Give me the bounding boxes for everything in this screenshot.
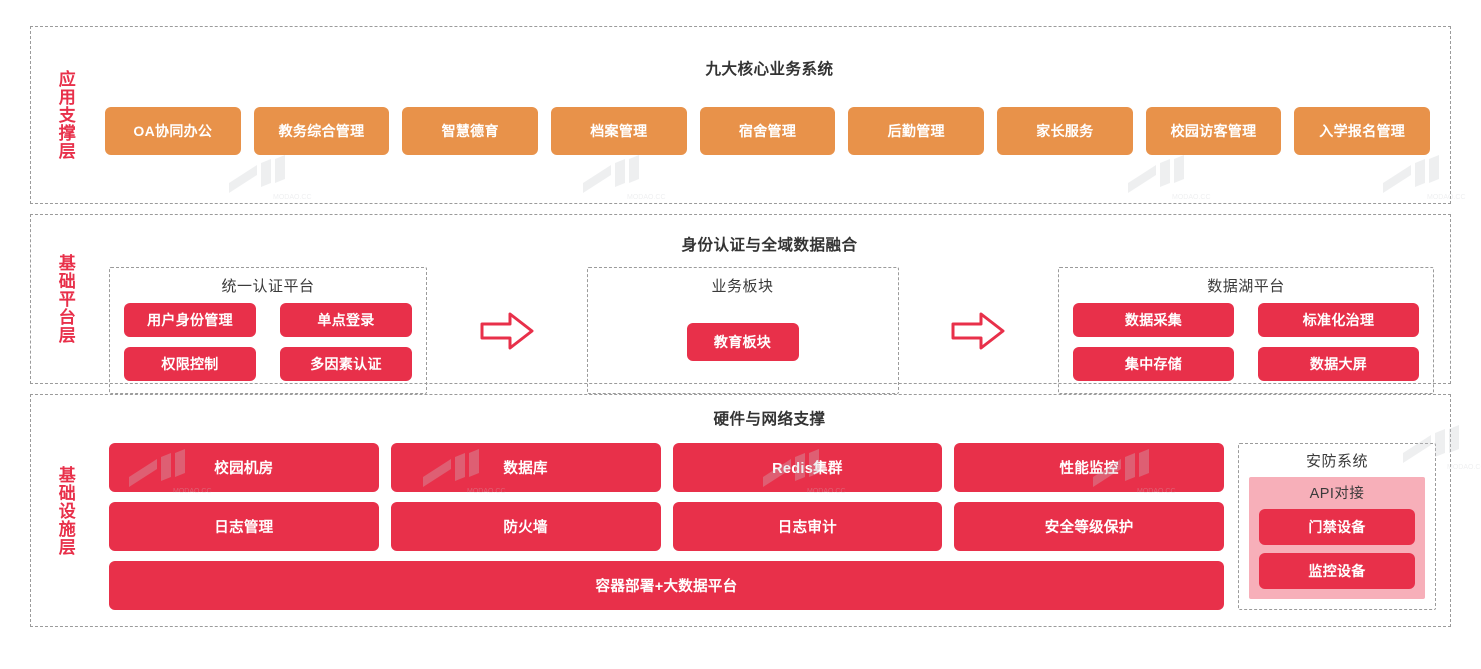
auth-chip-user-identity[interactable]: 用户身份管理 bbox=[124, 303, 256, 337]
group-title-security-system: 安防系统 bbox=[1305, 453, 1368, 470]
group-title-unified-auth: 统一认证平台 bbox=[221, 278, 315, 295]
arrow-cell-left bbox=[427, 310, 587, 352]
layer-base-platform: 基础平台层 身份认证与全域数据融合 统一认证平台 用户身份管理 单点登录 权限控… bbox=[30, 214, 1451, 394]
arrow-right-icon bbox=[480, 312, 534, 349]
auth-chip-mfa[interactable]: 多因素认证 bbox=[280, 347, 412, 381]
infra-chip-container-bigdata[interactable]: 容器部署+大数据平台 bbox=[109, 561, 1224, 610]
app-chip-dormitory[interactable]: 宿舍管理 bbox=[699, 107, 836, 155]
security-chip-access-control-device[interactable]: 门禁设备 bbox=[1259, 509, 1415, 545]
security-chip-surveillance-device[interactable]: 监控设备 bbox=[1259, 553, 1415, 589]
infra-chip-campus-server-room[interactable]: 校园机房 bbox=[109, 443, 379, 492]
app-chip-oa[interactable]: OA协同办公 bbox=[105, 107, 241, 155]
datalake-chip-collection[interactable]: 数据采集 bbox=[1073, 303, 1234, 337]
layer-label-infrastructure: 基础设施层 bbox=[55, 465, 75, 556]
layer-body-application: 九大核心业务系统 OA协同办公 教务综合管理 智慧德育 档案管理 宿舍管理 后勤… bbox=[99, 27, 1450, 203]
api-chip-list: 门禁设备 监控设备 bbox=[1259, 509, 1415, 589]
layer-title-platform: 身份认证与全域数据融合 bbox=[681, 237, 858, 254]
datalake-chip-dashboard[interactable]: 数据大屏 bbox=[1258, 347, 1419, 381]
auth-chip-permission[interactable]: 权限控制 bbox=[124, 347, 256, 381]
layer-label-platform: 基础平台层 bbox=[55, 254, 75, 344]
platform-group-row: 统一认证平台 用户身份管理 单点登录 权限控制 多因素认证 bbox=[103, 267, 1436, 408]
layer-body-infrastructure: 硬件与网络支撑 校园机房 数据库 Redis集群 性能监控 日志管理 防火墙 日… bbox=[99, 395, 1450, 626]
infrastructure-row-1: 校园机房 数据库 Redis集群 性能监控 bbox=[109, 443, 1224, 492]
group-title-data-lake: 数据湖平台 bbox=[1207, 278, 1285, 295]
infra-chip-firewall[interactable]: 防火墙 bbox=[390, 502, 661, 551]
application-chip-row: OA协同办公 教务综合管理 智慧德育 档案管理 宿舍管理 后勤管理 家长服务 校… bbox=[105, 107, 1434, 155]
app-chip-enrollment[interactable]: 入学报名管理 bbox=[1294, 107, 1431, 155]
api-integration-panel: API对接 门禁设备 监控设备 bbox=[1249, 477, 1425, 599]
layer-infrastructure: 基础设施层 硬件与网络支撑 校园机房 数据库 Redis集群 性能监控 日志管理… bbox=[30, 394, 1481, 627]
group-security-system: 安防系统 API对接 门禁设备 监控设备 bbox=[1238, 443, 1436, 610]
datalake-chip-storage[interactable]: 集中存储 bbox=[1073, 347, 1234, 381]
infrastructure-row-3: 容器部署+大数据平台 bbox=[109, 561, 1224, 610]
group-business-module: 业务板块 教育板块 bbox=[586, 267, 899, 394]
group-unified-auth-platform: 统一认证平台 用户身份管理 单点登录 权限控制 多因素认证 bbox=[109, 267, 427, 394]
app-chip-archive[interactable]: 档案管理 bbox=[551, 107, 687, 155]
infra-chip-database[interactable]: 数据库 bbox=[390, 443, 661, 492]
datalake-chip-governance[interactable]: 标准化治理 bbox=[1258, 303, 1419, 337]
infrastructure-row-2: 日志管理 防火墙 日志审计 安全等级保护 bbox=[109, 502, 1224, 551]
app-chip-academic[interactable]: 教务综合管理 bbox=[253, 107, 390, 155]
app-chip-logistics[interactable]: 后勤管理 bbox=[848, 107, 985, 155]
business-chip-education[interactable]: 教育板块 bbox=[686, 323, 799, 361]
infra-chip-security-grade-protection[interactable]: 安全等级保护 bbox=[954, 502, 1224, 551]
app-chip-parent-service[interactable]: 家长服务 bbox=[997, 107, 1133, 155]
layer-body-platform: 身份认证与全域数据融合 统一认证平台 用户身份管理 单点登录 权限控制 多因素认… bbox=[99, 215, 1450, 394]
group-data-lake-platform: 数据湖平台 数据采集 标准化治理 集中存储 数据大屏 bbox=[1058, 267, 1434, 394]
layer-title-infrastructure: 硬件与网络支撑 bbox=[713, 411, 826, 428]
infra-chip-performance-monitor[interactable]: 性能监控 bbox=[954, 443, 1224, 492]
group-grid-business-module: 教育板块 bbox=[602, 303, 884, 381]
layer-title-application: 九大核心业务系统 bbox=[705, 61, 834, 78]
group-title-business-module: 业务板块 bbox=[711, 278, 774, 295]
app-chip-moral-education[interactable]: 智慧德育 bbox=[402, 107, 539, 155]
infra-chip-redis-cluster[interactable]: Redis集群 bbox=[672, 443, 943, 492]
arrow-cell-right bbox=[899, 310, 1059, 352]
infra-chip-log-audit[interactable]: 日志审计 bbox=[672, 502, 943, 551]
app-chip-visitor[interactable]: 校园访客管理 bbox=[1145, 107, 1282, 155]
auth-chip-sso[interactable]: 单点登录 bbox=[280, 303, 412, 337]
layer-application-support: 应用支撑层 九大核心业务系统 OA协同办公 教务综合管理 智慧德育 档案管理 宿… bbox=[30, 26, 1466, 204]
infrastructure-content: 校园机房 数据库 Redis集群 性能监控 日志管理 防火墙 日志审计 安全等级… bbox=[103, 443, 1436, 626]
svg-text:MODAO.CC: MODAO.CC bbox=[1447, 464, 1481, 471]
infrastructure-main-grid: 校园机房 数据库 Redis集群 性能监控 日志管理 防火墙 日志审计 安全等级… bbox=[109, 443, 1224, 610]
layer-label-application: 应用支撑层 bbox=[55, 70, 75, 160]
group-grid-unified-auth: 用户身份管理 单点登录 权限控制 多因素认证 bbox=[124, 303, 412, 381]
api-integration-title: API对接 bbox=[1309, 486, 1365, 502]
infra-chip-log-management[interactable]: 日志管理 bbox=[109, 502, 379, 551]
group-grid-data-lake: 数据采集 标准化治理 集中存储 数据大屏 bbox=[1073, 303, 1419, 381]
arrow-right-icon bbox=[951, 312, 1005, 349]
